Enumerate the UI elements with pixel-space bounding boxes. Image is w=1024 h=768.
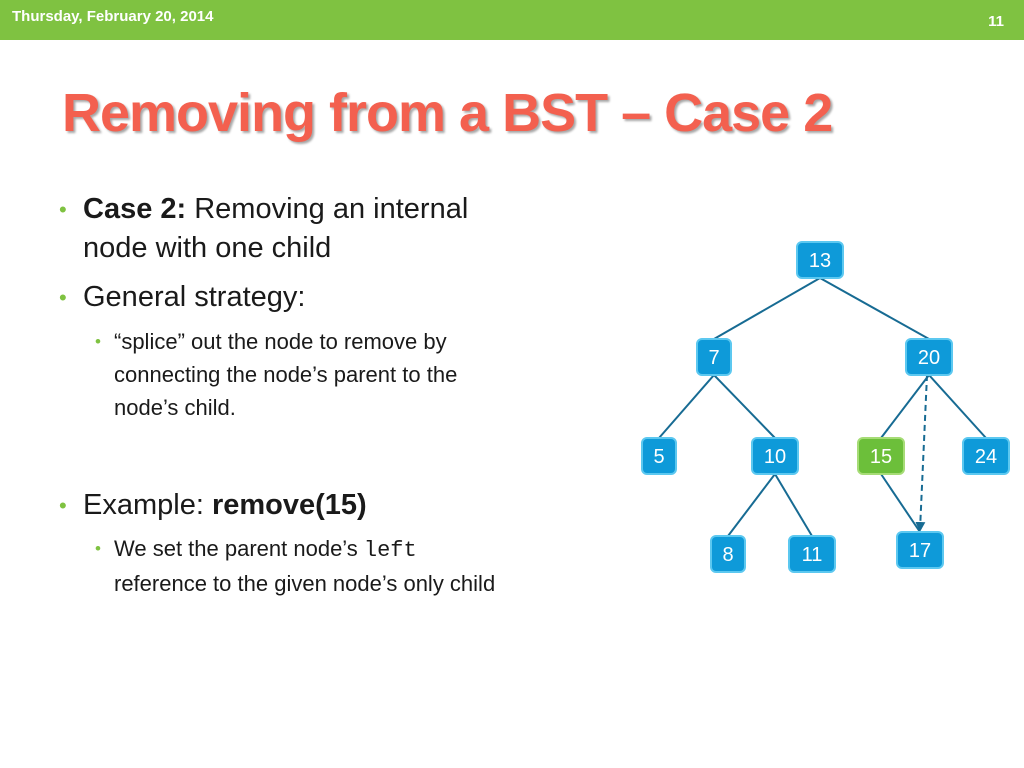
- tree-node-20: 20: [905, 338, 953, 376]
- slide-number: 11: [988, 13, 1004, 30]
- bullet-dot: •: [95, 332, 101, 351]
- bullet-general-strategy: • General strategy:: [59, 278, 306, 317]
- edge-13-20: [819, 277, 930, 340]
- node-label: 7: [708, 347, 719, 369]
- header-bar: Thursday, February 20, 2014 11: [0, 0, 1024, 40]
- node-box: [710, 535, 746, 573]
- case-label: Case 2:: [83, 193, 187, 225]
- bullet-parent-reference: • We set the parent node’s left referenc…: [95, 532, 496, 600]
- parent-line2: reference to the given node’s only child: [114, 571, 496, 596]
- node-label: 11: [802, 544, 823, 566]
- splice-line2: connecting the node’s parent to the: [114, 362, 458, 387]
- case-text-line1: Removing an internal: [186, 193, 469, 225]
- tree-node-10: 10: [751, 437, 799, 475]
- bullet-dot: •: [95, 539, 101, 558]
- tree-node-13: 13: [796, 241, 844, 279]
- tree-node-24: 24: [962, 437, 1010, 475]
- slide-date: Thursday, February 20, 2014: [12, 8, 214, 25]
- node-label: 17: [909, 540, 931, 562]
- example-call: remove(15): [211, 489, 367, 521]
- tree-node-8: 8: [710, 535, 746, 573]
- tree-node-11: 11: [788, 535, 836, 573]
- node-label: 20: [918, 347, 940, 369]
- edge-7-10: [713, 374, 776, 439]
- tree-node-17: 17: [896, 531, 944, 569]
- tree-node-5: 5: [641, 437, 677, 475]
- node-label: 15: [870, 446, 892, 468]
- edge-7-5: [658, 374, 715, 439]
- bullet-case-2: • Case 2: Removing an internal node with…: [59, 190, 469, 268]
- splice-line3: node’s child.: [114, 395, 236, 420]
- bullet-splice: • “splice” out the node to remove by con…: [95, 325, 458, 424]
- node-box: [796, 241, 844, 279]
- edge-13-7: [713, 277, 821, 340]
- edge-20-17-dashed: [915, 374, 928, 532]
- bullet-dot: •: [59, 493, 67, 518]
- node-box: [788, 535, 836, 573]
- edge-20-15: [880, 374, 930, 439]
- bullet-dot: •: [59, 285, 67, 310]
- node-label: 10: [764, 446, 786, 468]
- bullet-example: • Example: remove(15): [59, 486, 367, 525]
- splice-line1: “splice” out the node to remove by: [114, 329, 447, 354]
- edge-10-11: [774, 473, 813, 537]
- case-text-line2: node with one child: [83, 232, 332, 264]
- node-label: 8: [722, 544, 733, 566]
- node-label: 13: [809, 250, 831, 272]
- node-label: 5: [653, 446, 664, 468]
- node-label: 24: [975, 446, 997, 468]
- node-box: [696, 338, 732, 376]
- node-box: [857, 437, 905, 475]
- slide-title: Removing from a BST – Case 2: [62, 83, 833, 143]
- strategy-text: General strategy:: [83, 281, 306, 313]
- node-box: [896, 531, 944, 569]
- node-box: [751, 437, 799, 475]
- node-box: [962, 437, 1010, 475]
- edge-10-8: [727, 473, 776, 537]
- tree-node-7: 7: [696, 338, 732, 376]
- example-label: Example:: [83, 489, 212, 521]
- left-code: left: [363, 538, 417, 563]
- edge-20-24: [928, 374, 987, 439]
- node-box: [641, 437, 677, 475]
- edge-15-17: [880, 473, 921, 533]
- node-box: [905, 338, 953, 376]
- tree-node-15-highlighted: 15: [857, 437, 905, 475]
- bullet-dot: •: [59, 197, 67, 222]
- parent-line1: We set the parent node’s: [114, 536, 364, 561]
